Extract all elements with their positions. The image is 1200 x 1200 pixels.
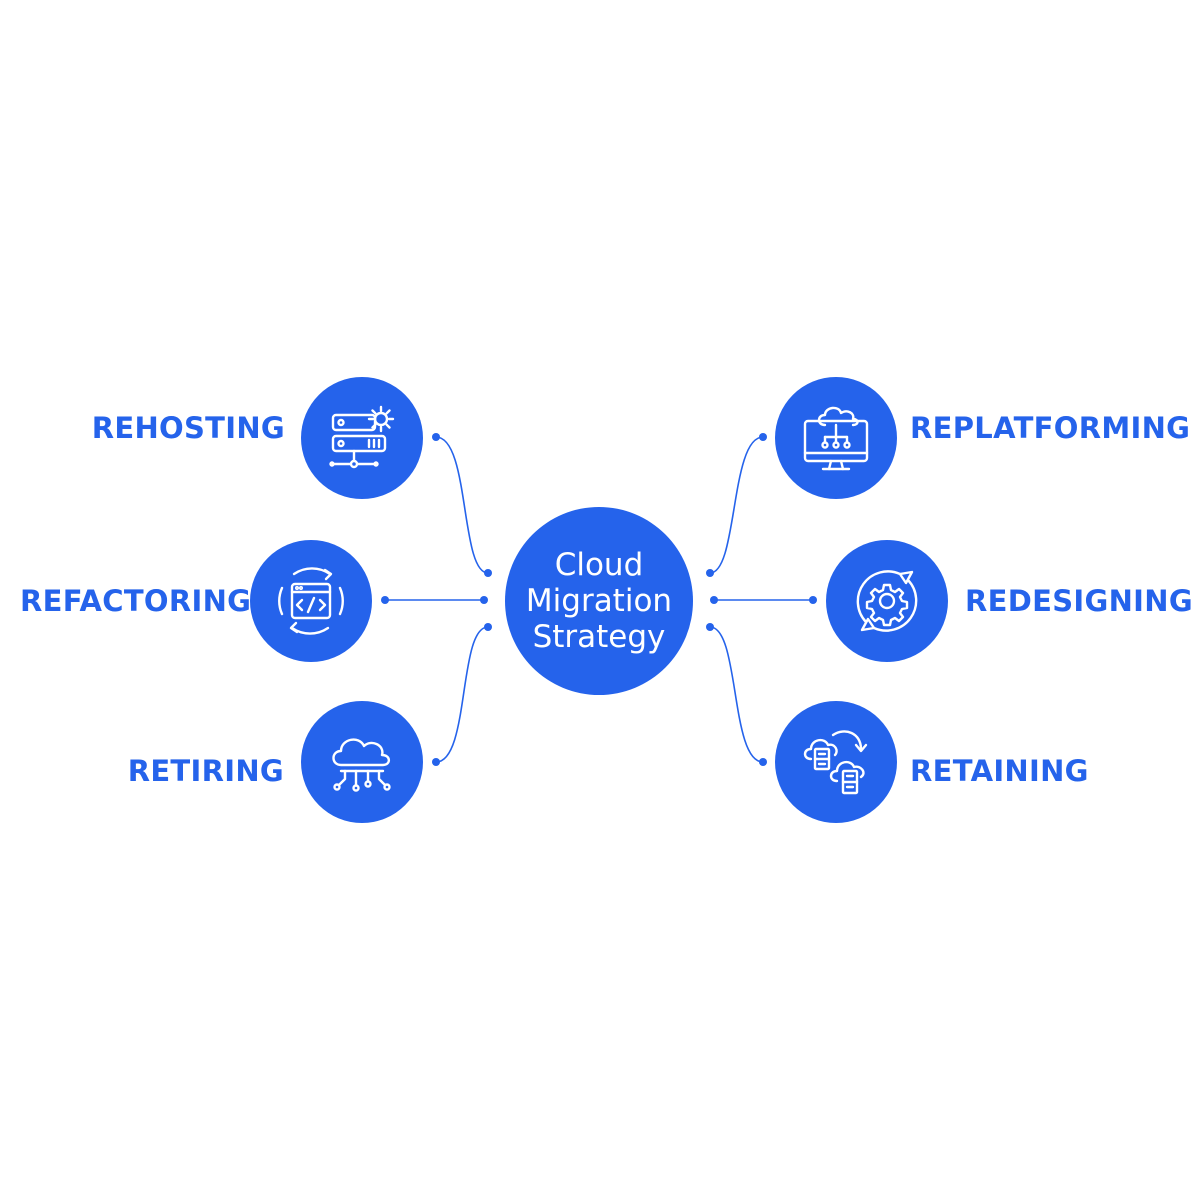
connector-retaining [709,626,764,763]
retaining-label: RETAINING [910,754,1089,788]
connector-dot [381,596,389,604]
replatforming-node [775,377,897,499]
cloud-network-icon [332,738,391,792]
connector-dot [480,596,488,604]
center-node: Cloud Migration Strategy [505,507,693,695]
connector-dot [759,758,767,766]
connector-dot [809,596,817,604]
cloud-storage-transfer-icon [803,730,868,795]
retiring-node [301,701,423,823]
rehosting-label: REHOSTING [91,411,285,445]
redesigning-node [826,540,948,662]
connector-retiring [435,626,489,763]
refactoring-label: REFACTORING [20,584,252,618]
rehosting-node [301,377,423,499]
retaining-node [775,701,897,823]
connector-rehosting [435,436,489,574]
connector-dot [706,623,714,631]
server-gear-icon [329,405,395,469]
code-window-refresh-icon [278,567,344,635]
center-title: Cloud Migration Strategy [525,547,673,655]
monitor-cloud-icon [803,406,869,471]
retiring-label: RETIRING [127,754,284,788]
connector-dot [484,623,492,631]
connector-dot [759,433,767,441]
connector-dot [706,569,714,577]
connector-dot [710,596,718,604]
gear-cycle-icon [856,570,918,632]
connector-replatforming [709,436,764,574]
refactoring-node [250,540,372,662]
connector-dot [432,433,440,441]
connector-dot [484,569,492,577]
connector-dot [432,758,440,766]
replatforming-label: REPLATFORMING [910,411,1191,445]
redesigning-label: REDESIGNING [965,584,1193,618]
